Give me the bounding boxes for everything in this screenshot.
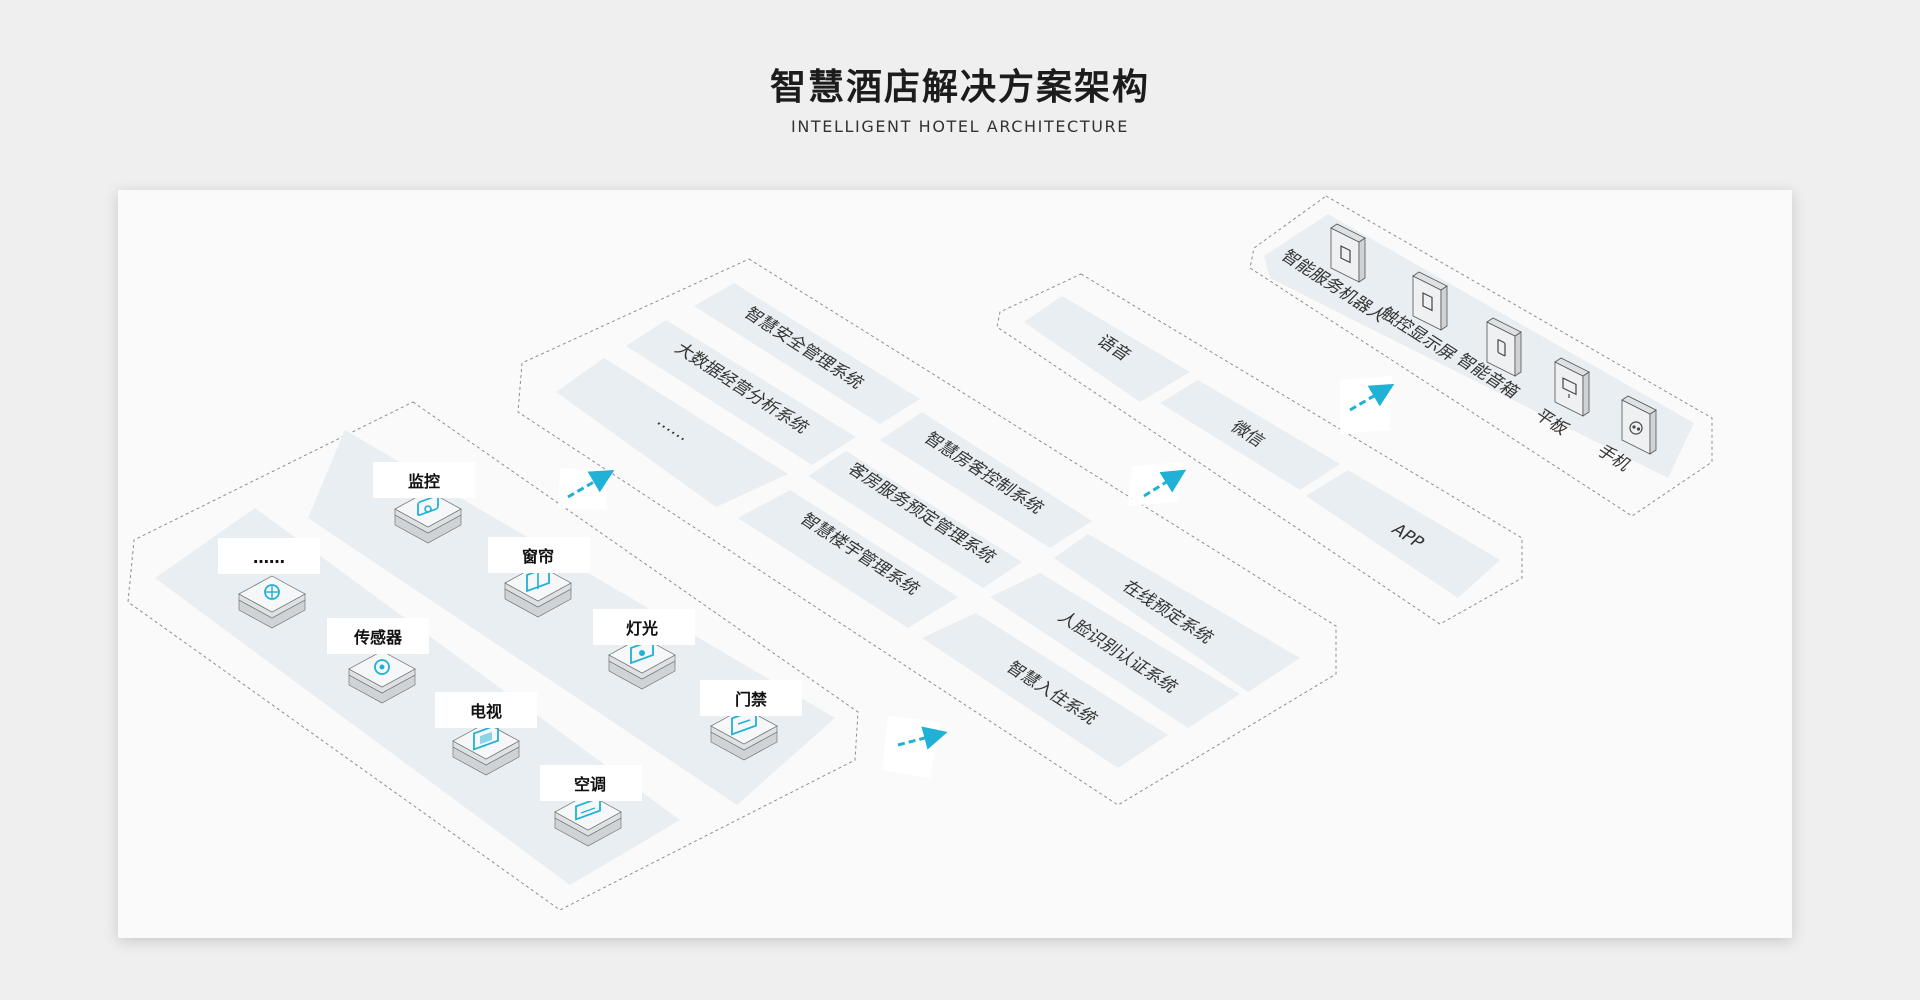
device-curtain: 窗帘 — [488, 537, 590, 618]
flow-arrows — [558, 376, 1395, 778]
system-tile — [922, 613, 1168, 768]
system-tile — [556, 358, 788, 507]
system-tile — [738, 490, 958, 628]
device-label-box — [488, 537, 590, 573]
device-label: 灯光 — [626, 619, 658, 638]
system-layer-outline — [517, 258, 1337, 806]
device-layer: 监控 窗帘 — [127, 401, 859, 911]
device-label: 电视 — [470, 702, 502, 721]
system-tile — [990, 573, 1240, 728]
flow-arrow — [567, 469, 615, 499]
flow-arrow — [1349, 383, 1395, 412]
channel-tile — [1306, 470, 1500, 598]
channel-layer: 语音 微信 APP — [996, 273, 1523, 625]
robot-icon — [1340, 245, 1351, 264]
flow-arrow — [1143, 469, 1187, 498]
device-air-conditioner: 空调 — [540, 765, 642, 847]
device-label: …… — [253, 548, 285, 567]
terminal-smart-speaker — [1486, 317, 1522, 377]
device-sensor: 传感器 — [327, 618, 429, 704]
system-tile — [694, 283, 920, 424]
terminal-phone — [1621, 395, 1657, 455]
device-light: 灯光 — [593, 609, 695, 690]
system-tile — [626, 320, 856, 465]
flow-arrow — [897, 726, 948, 750]
device-label-box — [435, 692, 537, 728]
device-label-box — [327, 618, 429, 654]
device-base — [710, 707, 778, 761]
channel-tile — [1160, 380, 1340, 490]
device-label: 监控 — [408, 472, 440, 491]
device-label: 空调 — [574, 775, 606, 794]
device-base — [394, 490, 462, 544]
channel-layer-outline — [996, 273, 1523, 625]
terminal-touch-screen — [1412, 271, 1448, 331]
page-subtitle: INTELLIGENT HOTEL ARCHITECTURE — [791, 117, 1129, 136]
device-layer-outline — [127, 401, 859, 911]
system-tile — [880, 412, 1092, 548]
arrow-backdrop — [1340, 376, 1392, 434]
terminal-robot — [1330, 223, 1366, 283]
device-label: 窗帘 — [522, 547, 554, 566]
terminal-tablet — [1554, 357, 1590, 417]
arrow-backdrop — [882, 716, 940, 778]
device-label-box — [373, 462, 475, 498]
device-label-box — [540, 765, 642, 801]
system-tile — [1054, 534, 1300, 692]
system-layer: 智慧安全管理系统 大数据经营分析系统 …… 智慧房客控制系统 客房服务预定管理系… — [517, 258, 1337, 806]
device-base — [554, 793, 622, 847]
system-tile — [808, 451, 1022, 588]
channel-tile — [1024, 296, 1190, 402]
device-camera: 监控 — [373, 462, 475, 544]
sensor-icon — [374, 659, 390, 675]
device-door-access: 门禁 — [700, 680, 802, 761]
smart-speaker-icon — [1497, 339, 1506, 357]
phone-icon — [1629, 421, 1643, 435]
device-label: 传感器 — [353, 628, 403, 647]
device-tv: 电视 — [435, 692, 537, 776]
terminal-layer: 智能服务机器人 触控显示屏 智能音箱 平板 手机 — [1249, 195, 1713, 517]
device-label-box — [700, 680, 802, 716]
air-conditioner-icon — [575, 796, 601, 821]
terminal-layer-outline — [1249, 195, 1713, 517]
camera-icon — [417, 495, 439, 516]
device-label-box — [218, 538, 320, 574]
page-title: 智慧酒店解决方案架构 — [769, 67, 1150, 108]
tablet-icon — [1562, 377, 1577, 398]
tv-icon — [473, 723, 499, 751]
more-icon — [264, 584, 280, 600]
device-more: …… — [218, 538, 320, 629]
arrow-backdrop — [1128, 462, 1182, 506]
device-label-box — [593, 609, 695, 645]
device-label: 门禁 — [735, 690, 767, 709]
touch-screen-icon — [1422, 292, 1433, 312]
